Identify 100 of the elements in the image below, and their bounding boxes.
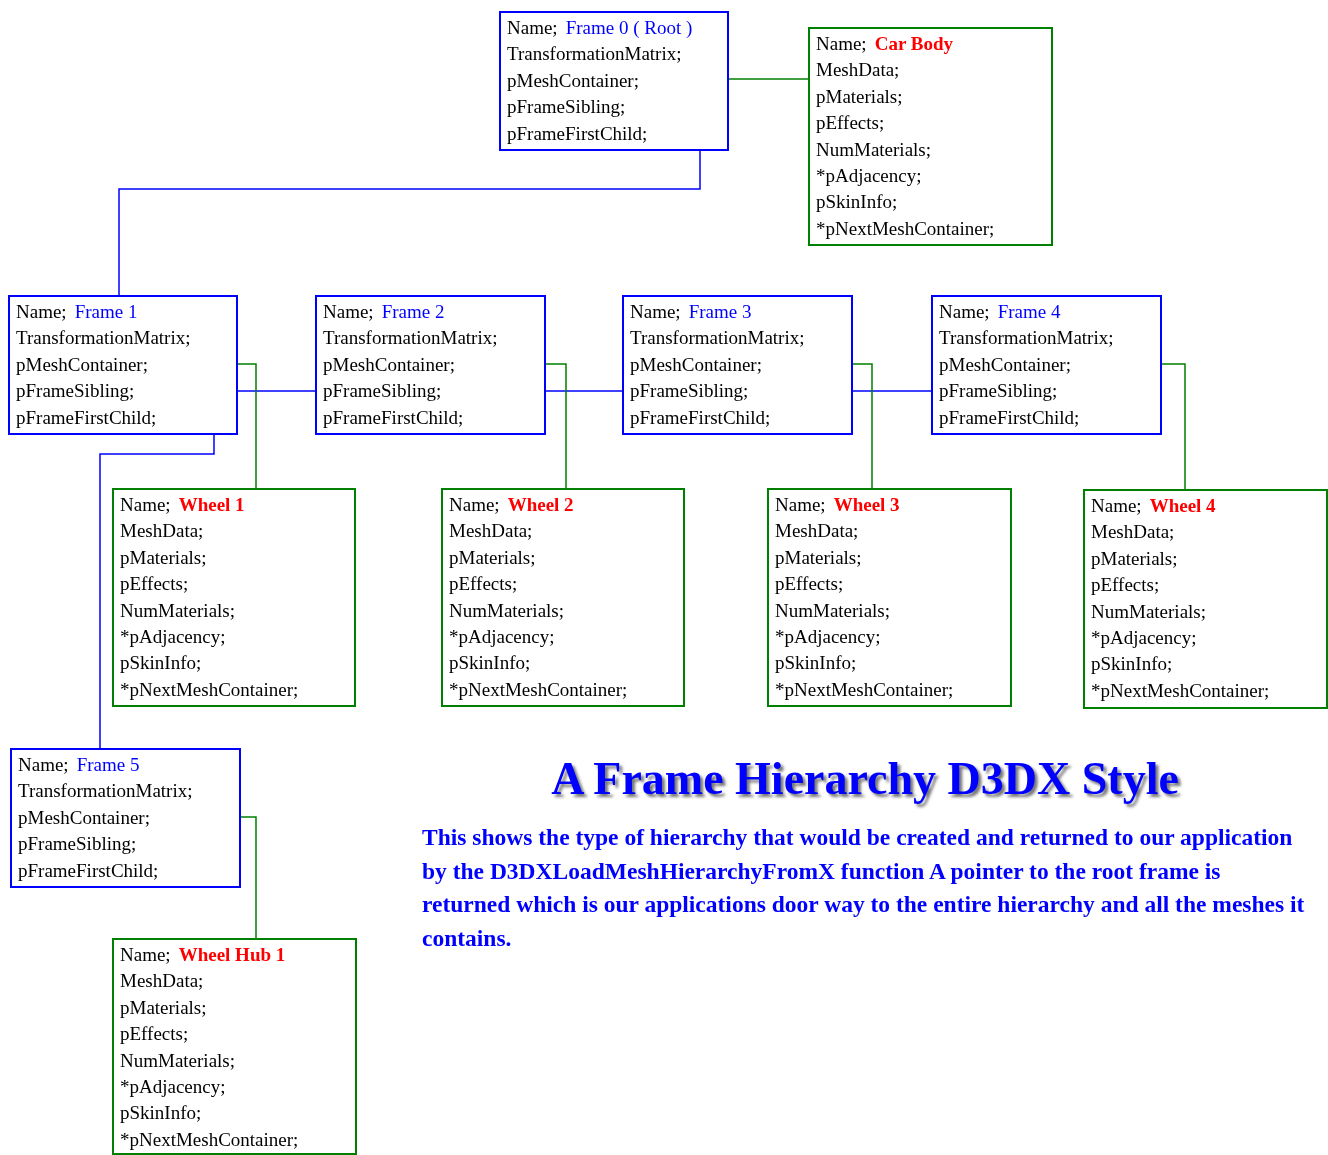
field-text: MeshData; (775, 519, 860, 544)
field-label: Name; (816, 32, 867, 56)
field-text: *pAdjacency; (1091, 626, 1198, 651)
field-text: pMeshContainer; (323, 352, 456, 377)
field-label: Name; (1091, 494, 1142, 518)
field-text: NumMaterials; (775, 598, 892, 623)
field-text: pSkinInfo; (120, 1101, 203, 1126)
field-text: TransformationMatrix; (630, 326, 806, 351)
field-label: Name; (18, 753, 69, 777)
field-text: *pAdjacency; (120, 625, 227, 650)
connector-line (852, 390, 932, 392)
field-text: pSkinInfo; (1091, 652, 1174, 677)
connector-line (728, 78, 809, 80)
field-text: *pNextMeshContainer; (120, 677, 300, 702)
field-text: *pNextMeshContainer; (1091, 678, 1271, 703)
frame-name: Frame 2 (381, 300, 445, 324)
connector-line (237, 363, 257, 489)
connector-line (1161, 363, 1186, 490)
connector-line (545, 363, 567, 489)
connector-line (118, 150, 701, 296)
field-text: pSkinInfo; (120, 651, 203, 676)
field-text: *pAdjacency; (449, 625, 556, 650)
field-text: TransformationMatrix; (16, 326, 192, 351)
frame-box (499, 11, 729, 151)
field-text: MeshData; (816, 58, 901, 83)
field-label: Name; (507, 16, 558, 40)
mesh-name: Wheel 2 (507, 493, 574, 517)
field-text: pMeshContainer; (18, 805, 151, 830)
mesh-name: Wheel 3 (833, 493, 900, 517)
field-text: pEffects; (120, 572, 190, 597)
frame-box (622, 295, 853, 435)
field-text: pFrameFirstChild; (16, 405, 158, 430)
field-label: Name; (323, 300, 374, 324)
field-text: pMaterials; (449, 545, 537, 570)
connector-line (545, 390, 623, 392)
field-label: Name; (16, 300, 67, 324)
field-label: Name; (120, 493, 171, 517)
field-text: *pNextMeshContainer; (120, 1127, 300, 1152)
field-text: *pAdjacency; (775, 625, 882, 650)
field-text: pSkinInfo; (775, 651, 858, 676)
mesh-container-box (767, 488, 1012, 707)
mesh-container-box (808, 27, 1053, 246)
field-text: pFrameSibling; (630, 379, 750, 404)
mesh-name: Car Body (874, 32, 953, 56)
field-text: pFrameSibling; (507, 95, 627, 120)
field-text: pMeshContainer; (939, 352, 1072, 377)
frame-name: Frame 4 (997, 300, 1061, 324)
field-label: Name; (630, 300, 681, 324)
field-text: NumMaterials; (120, 598, 237, 623)
field-text: pEffects; (449, 572, 519, 597)
field-text: TransformationMatrix; (939, 326, 1115, 351)
field-text: pFrameFirstChild; (323, 405, 465, 430)
field-text: pMaterials; (1091, 546, 1179, 571)
field-text: NumMaterials; (1091, 599, 1208, 624)
mesh-name: Wheel 4 (1149, 494, 1216, 518)
field-label: Name; (775, 493, 826, 517)
field-text: pSkinInfo; (816, 190, 899, 215)
frame-name: Frame 0 ( Root ) (565, 16, 693, 40)
frame-box (8, 295, 238, 435)
field-text: pFrameFirstChild; (630, 405, 772, 430)
mesh-name: Wheel 1 (178, 493, 245, 517)
connector-line (99, 434, 215, 749)
field-text: pFrameFirstChild; (939, 405, 1081, 430)
field-text: pFrameFirstChild; (18, 858, 160, 883)
field-text: *pNextMeshContainer; (449, 677, 629, 702)
mesh-container-box (441, 488, 685, 707)
field-text: *pNextMeshContainer; (816, 216, 996, 241)
field-text: MeshData; (1091, 520, 1176, 545)
mesh-name: Wheel Hub 1 (178, 943, 286, 967)
field-text: *pNextMeshContainer; (775, 677, 955, 702)
field-label: Name; (939, 300, 990, 324)
mesh-container-box (112, 938, 357, 1155)
field-text: TransformationMatrix; (323, 326, 499, 351)
frame-name: Frame 5 (76, 753, 140, 777)
field-text: pEffects; (816, 111, 886, 136)
field-text: pSkinInfo; (449, 651, 532, 676)
field-text: pMaterials; (120, 995, 208, 1020)
mesh-container-box (112, 488, 356, 707)
field-text: pMeshContainer; (16, 352, 149, 377)
field-text: pFrameSibling; (16, 379, 136, 404)
field-text: pEffects; (775, 572, 845, 597)
field-text: pMeshContainer; (630, 352, 763, 377)
field-text: pMeshContainer; (507, 68, 640, 93)
field-text: pMaterials; (816, 84, 904, 109)
field-text: pEffects; (120, 1022, 190, 1047)
field-text: NumMaterials; (816, 137, 933, 162)
diagram-title: A Frame Hierarchy D3DX Style (550, 752, 1180, 805)
mesh-container-box (1083, 489, 1328, 709)
field-text: TransformationMatrix; (507, 42, 683, 67)
field-text: NumMaterials; (449, 598, 566, 623)
field-label: Name; (449, 493, 500, 517)
frame-box (10, 748, 241, 888)
field-text: MeshData; (120, 519, 205, 544)
field-text: pEffects; (1091, 573, 1161, 598)
frame-box (315, 295, 546, 435)
field-text: *pAdjacency; (816, 164, 923, 189)
field-text: pFrameSibling; (939, 379, 1059, 404)
frame-box (931, 295, 1162, 435)
field-text: NumMaterials; (120, 1048, 237, 1073)
connector-line (852, 363, 873, 489)
